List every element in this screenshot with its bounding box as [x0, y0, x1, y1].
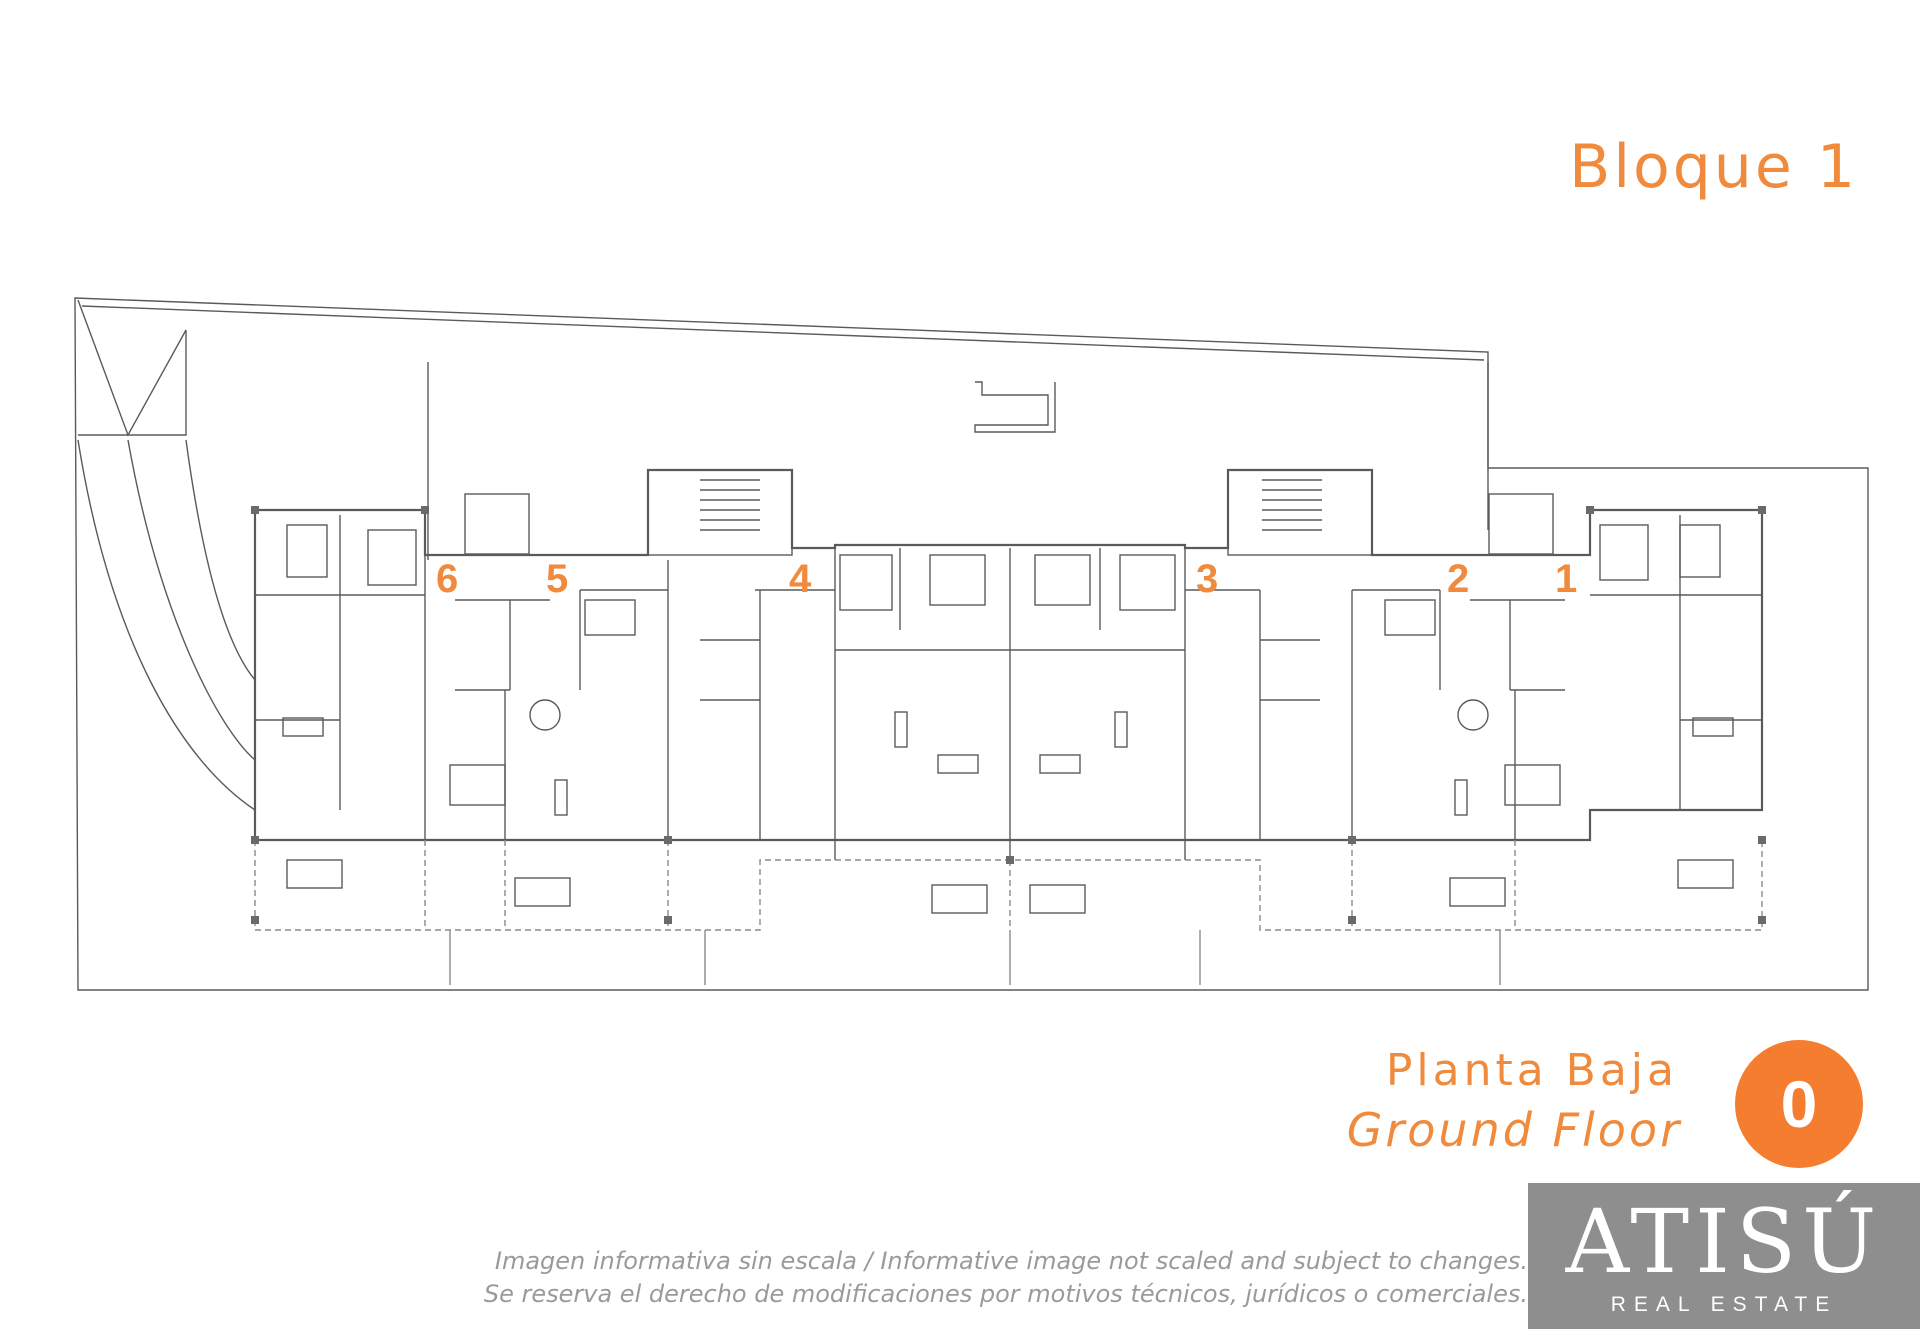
block-title: Bloque 1: [1569, 132, 1858, 202]
ramp-curve-3: [185, 439, 256, 681]
column: [251, 506, 259, 514]
column: [251, 916, 259, 924]
table: [931, 884, 988, 914]
ramp-line: [77, 299, 187, 437]
floor-number-badge: 0: [1735, 1040, 1863, 1168]
stair-treads-right: [1262, 479, 1322, 531]
floor-name-english: Ground Floor: [1346, 1103, 1682, 1157]
table: [1029, 884, 1086, 914]
lift-left: [464, 493, 530, 555]
stair-core-right: [1227, 469, 1373, 556]
terrace-dividers: [424, 840, 1516, 930]
ramp-outer: [78, 330, 187, 436]
column: [421, 506, 429, 514]
table: [514, 877, 571, 907]
sofa: [1039, 754, 1081, 774]
sofa: [937, 754, 979, 774]
column: [251, 836, 259, 844]
table: [286, 859, 343, 889]
unit-number-1: 1: [1555, 557, 1577, 601]
ramp-curve-2: [127, 439, 256, 761]
column: [1586, 506, 1594, 514]
column: [1348, 916, 1356, 924]
bed: [367, 529, 417, 586]
unit-number-4: 4: [789, 557, 812, 601]
entrance-feature: [974, 381, 1056, 433]
lift-right: [1488, 493, 1554, 555]
brand-subtitle: REAL ESTATE: [1610, 1293, 1838, 1316]
bed: [1599, 524, 1649, 581]
unit-number-2: 2: [1447, 557, 1469, 601]
walls-unit-2: [1352, 589, 1565, 840]
disclaimer-line-2: Se reserva el derecho de modificaciones …: [483, 1280, 1528, 1308]
column: [1758, 836, 1766, 844]
bed: [584, 599, 636, 636]
stair-core-left: [647, 469, 793, 556]
stair-treads-left: [700, 479, 760, 531]
brand-name: ATISÚ: [1565, 1190, 1883, 1293]
bed: [1384, 599, 1436, 636]
building-outline: [253, 468, 1764, 842]
bed: [1504, 764, 1561, 806]
bed: [1034, 554, 1091, 606]
kitchen-island: [1454, 779, 1468, 816]
unit-number-5: 5: [546, 557, 568, 601]
floor-name-spanish: Planta Baja: [1385, 1045, 1678, 1096]
sofa: [282, 717, 324, 737]
table: [1449, 877, 1506, 907]
column: [664, 836, 672, 844]
bed: [929, 554, 986, 606]
ground-floor-plan: 6 5 4 3 2 1: [74, 297, 1869, 991]
bed: [1679, 524, 1721, 578]
garden-dividers: [449, 930, 1501, 985]
kitchen-island: [1114, 711, 1128, 748]
walls-unit-4: [667, 560, 835, 840]
table: [1677, 859, 1734, 889]
terrace-line: [254, 840, 1763, 931]
walls-unit-3: [1185, 589, 1353, 840]
boundary-inner: [81, 305, 1485, 361]
bed: [449, 764, 506, 806]
site-boundary: [74, 297, 1869, 991]
disclaimer: Imagen informativa sin escala / Informat…: [388, 1245, 1528, 1311]
kitchen-island: [894, 711, 908, 748]
brand-logo: ATISÚ REAL ESTATE: [1528, 1183, 1920, 1329]
ramp-curve-1: [77, 439, 256, 811]
unit-number-3: 3: [1196, 557, 1218, 601]
column: [1758, 916, 1766, 924]
column: [664, 916, 672, 924]
bed: [286, 524, 328, 578]
column: [1348, 836, 1356, 844]
round-table: [529, 699, 561, 731]
column: [1758, 506, 1766, 514]
kitchen-island: [554, 779, 568, 816]
sofa: [1692, 717, 1734, 737]
unit-number-6: 6: [436, 557, 458, 601]
round-table: [1457, 699, 1489, 731]
column: [1006, 856, 1014, 864]
walls-unit-6: [255, 515, 425, 810]
bed: [839, 554, 893, 611]
walls-unit-5: [424, 555, 668, 840]
disclaimer-line-1: Imagen informativa sin escala / Informat…: [494, 1247, 1528, 1275]
walls-unit-1: [1590, 515, 1762, 810]
walls-center: [834, 548, 1186, 860]
bed: [1119, 554, 1176, 611]
